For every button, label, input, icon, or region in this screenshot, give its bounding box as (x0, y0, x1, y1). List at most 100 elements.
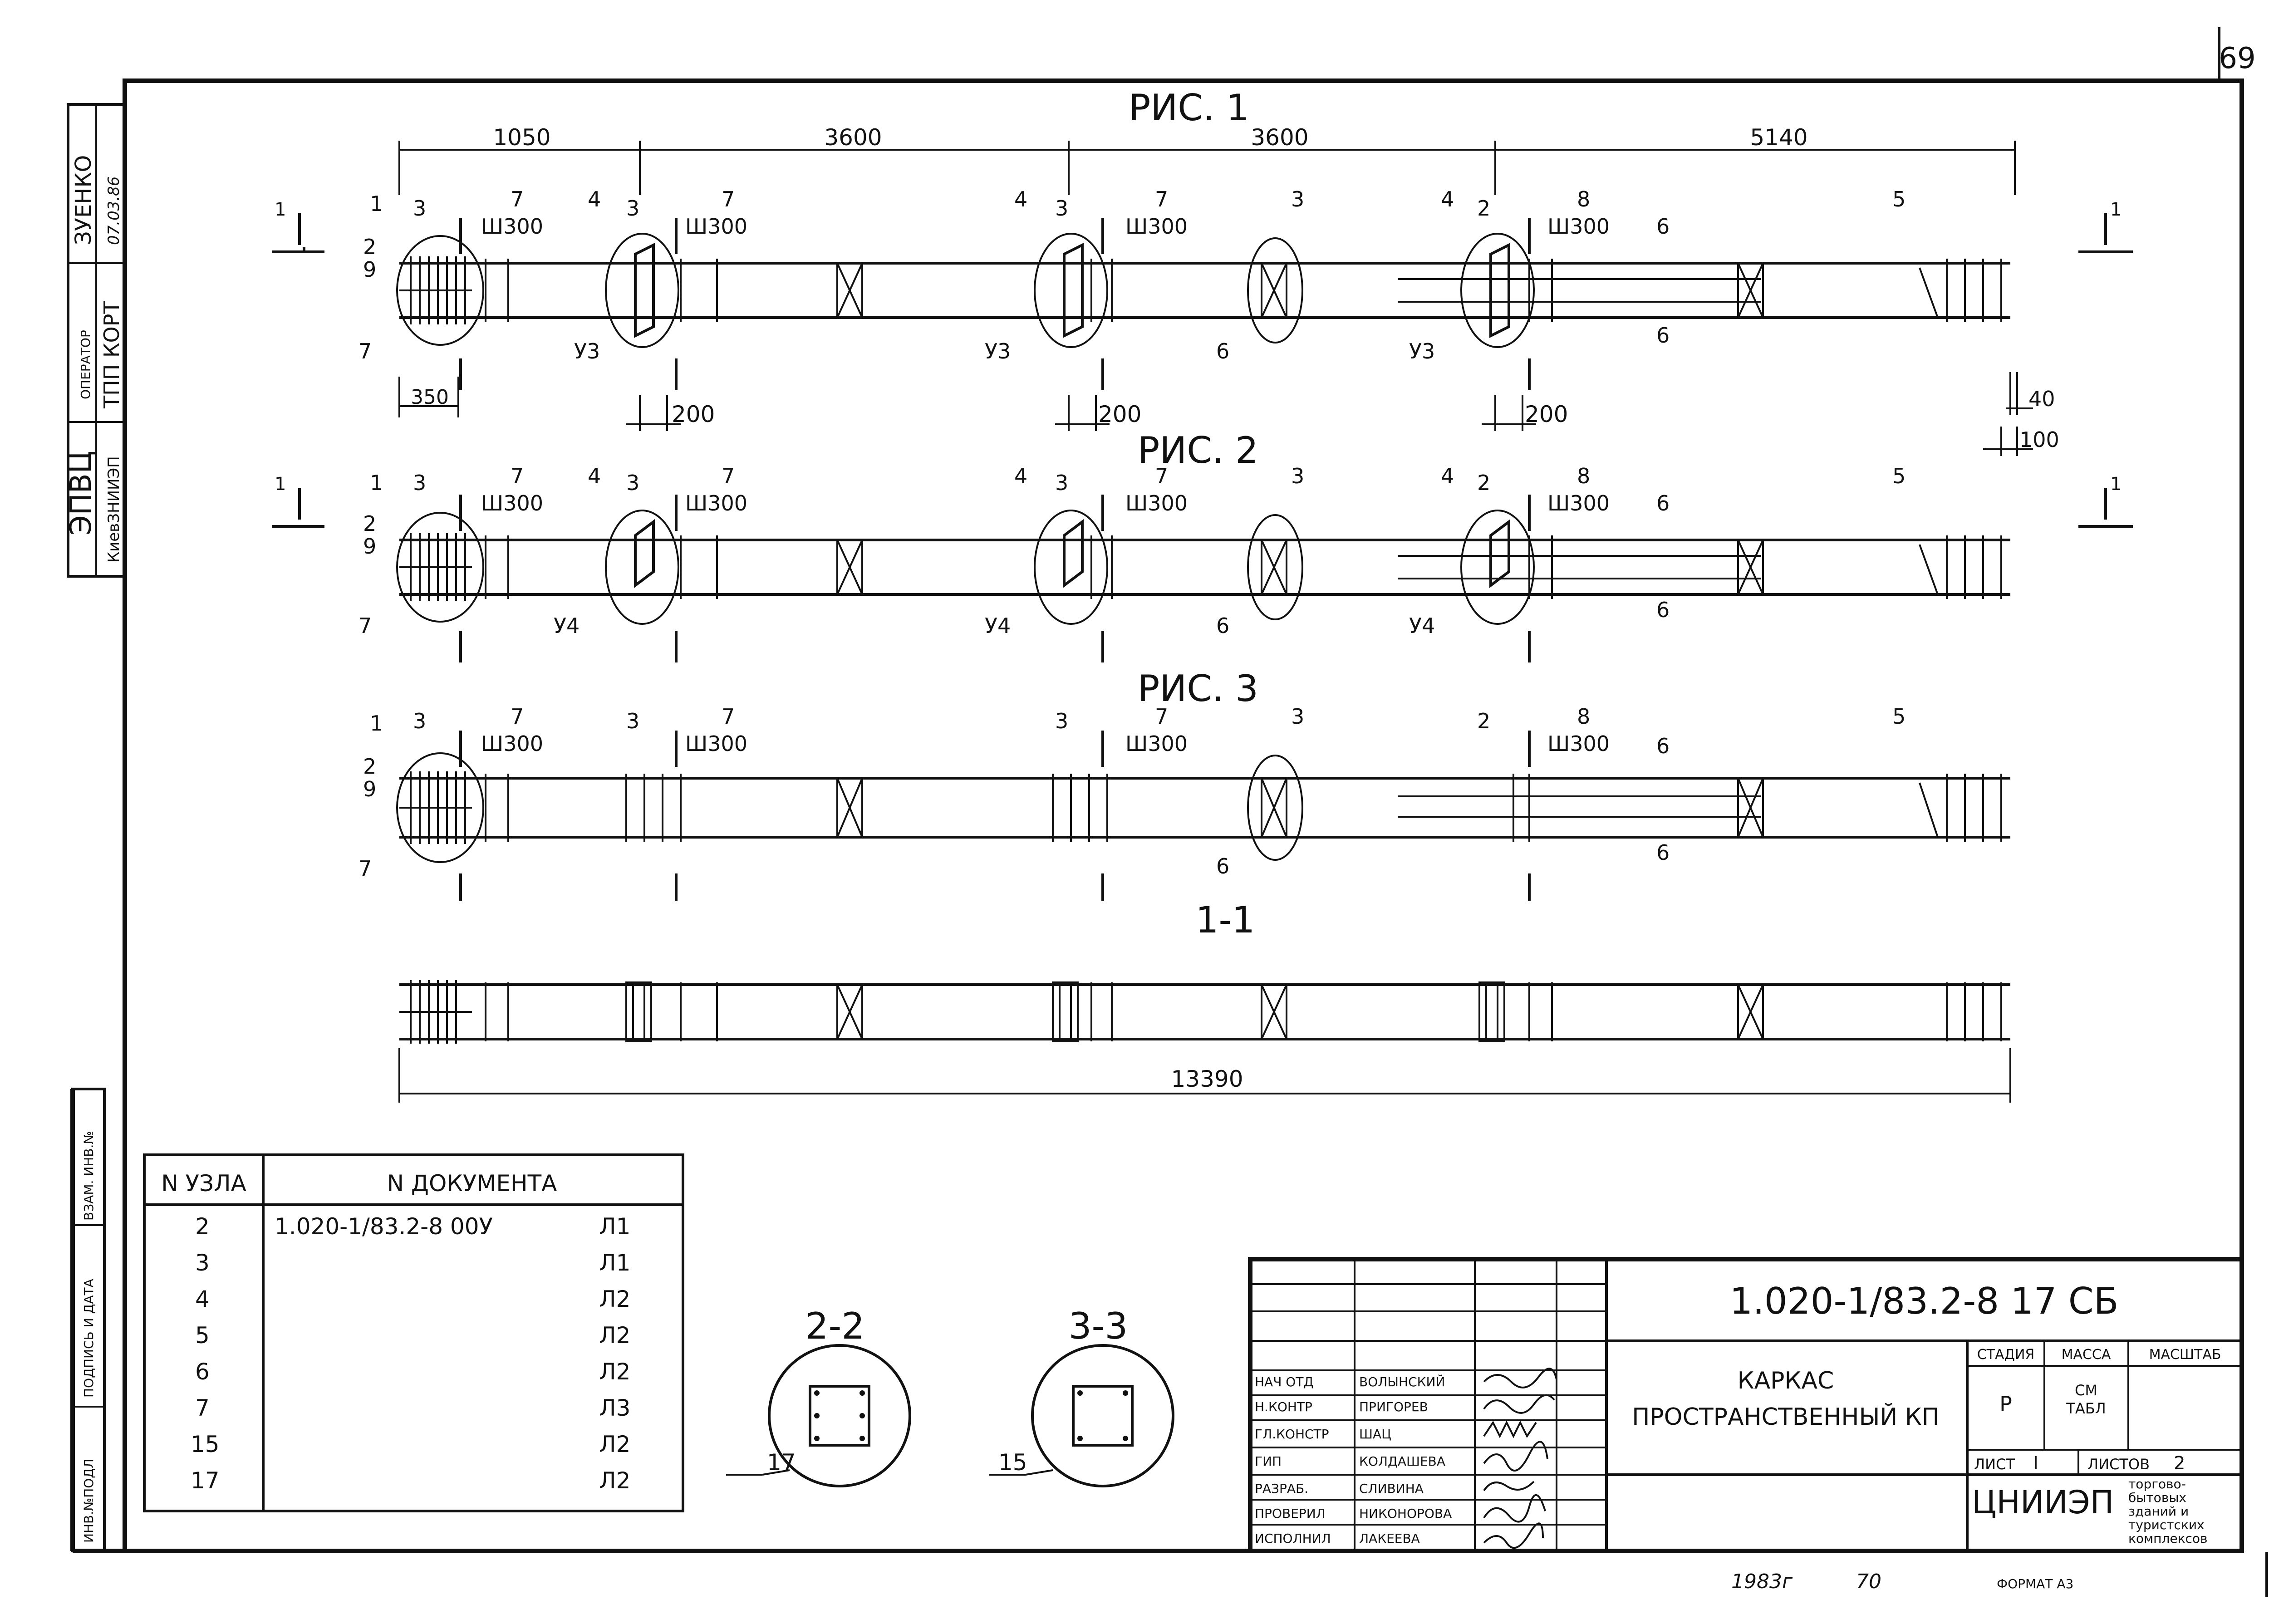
figure-2-beam (272, 488, 2133, 662)
dim-100: 100 (2019, 427, 2059, 452)
f3-pos-8: 8 (1577, 704, 1590, 729)
f2-pos-3: 3 (1291, 464, 1304, 488)
f2-node-u4-b: У4 (985, 613, 1011, 638)
f2-pos-7-c: 7 (1155, 464, 1168, 488)
f1-view-1-left: 1 (275, 199, 286, 220)
f1-spacing-c: Ш300 (1125, 214, 1188, 239)
f1-pos-6-c: 6 (1656, 323, 1670, 348)
node-row-5-sheet: Л3 (599, 1395, 630, 1421)
f3-pos-9: 9 (363, 777, 376, 801)
f2-cut-2-a: 2 (1477, 471, 1490, 495)
section-3-3-pos: 15 (998, 1449, 1027, 1476)
node-row-7-sheet: Л2 (599, 1467, 630, 1494)
side-col-inv: ИНВ.№ПОДЛ (81, 1459, 96, 1543)
signatures (1483, 1368, 1557, 1549)
section-2-2-pos: 17 (767, 1449, 796, 1476)
node-table-header-doc: N ДОКУМЕНТА (387, 1170, 557, 1197)
f3-pos-6-c: 6 (1656, 840, 1670, 865)
role-6-title: ИСПОЛНИЛ (1255, 1531, 1331, 1546)
f1-pos-7-a: 7 (511, 187, 524, 211)
f2-pos-2: 2 (363, 511, 376, 536)
section-2-2-title: 2-2 (805, 1305, 865, 1347)
f1-pos-7-c: 7 (1155, 187, 1168, 211)
node-row-0-node: 2 (195, 1213, 210, 1240)
f3-spacing-c: Ш300 (1125, 731, 1188, 756)
f1-pos-8: 8 (1577, 187, 1590, 211)
title-block-org-sub-2: бытовых (2128, 1490, 2186, 1505)
title-block-title-1: КАРКАС (1738, 1367, 1834, 1394)
f3-cut-2-a: 2 (1477, 709, 1490, 733)
dim-span-3600-a: 3600 (824, 124, 882, 151)
dim-350: 350 (411, 386, 449, 409)
role-6-name: ЛАКЕЕВА (1359, 1531, 1420, 1546)
f2-view-1-right: 1 (2110, 474, 2122, 495)
f2-pos-6-c: 6 (1656, 598, 1670, 622)
f3-pos-6-a: 6 (1216, 854, 1229, 878)
f2-pos-7-b: 7 (722, 464, 735, 488)
role-4-name: СЛИВИНА (1359, 1481, 1424, 1496)
side-stamp-operator-label: ОПЕРАТОР (78, 330, 93, 399)
f1-pos-4-a: 4 (588, 187, 601, 211)
top-dimension-chain (398, 141, 2016, 195)
f1-cut-3-a: 3 (413, 196, 426, 221)
f1-spacing-d: Ш300 (1547, 214, 1610, 239)
f3-pos-7-bottom: 7 (359, 856, 372, 881)
role-1-title: Н.КОНТР (1255, 1399, 1312, 1414)
f1-pos-5: 5 (1892, 187, 1906, 211)
f3-cut-3-a: 3 (413, 709, 426, 733)
f3-pos-5: 5 (1892, 704, 1906, 729)
f3-spacing-b: Ш300 (685, 731, 747, 756)
side-col-vzam: ВЗАМ. ИНВ.№ (81, 1131, 96, 1221)
role-2-title: ГЛ.КОНСТР (1255, 1427, 1329, 1442)
side-col-sign: ПОДПИСЬ И ДАТА (81, 1279, 96, 1398)
title-block-sheet-label: ЛИСТ (1974, 1456, 2015, 1473)
title-block-sheets-label: ЛИСТОВ (2087, 1456, 2150, 1473)
f2-view-1-left: 1 (275, 474, 286, 495)
role-2-name: ШАЦ (1359, 1427, 1391, 1442)
f2-spacing-c: Ш300 (1125, 491, 1188, 515)
side-stamp-operator: ТПП КОРТ (99, 300, 124, 409)
f3-pos-2: 2 (363, 754, 376, 779)
sheet-frame (70, 27, 2244, 1553)
title-block-sheets: 2 (2174, 1453, 2185, 1474)
f1-pos-1: 1 (370, 191, 383, 216)
f2-pos-4-b: 4 (1014, 464, 1027, 488)
f2-node-u4-c: У4 (1409, 613, 1435, 638)
node-row-2-node: 4 (195, 1286, 210, 1312)
title-block-org-sub-5: комплексов (2128, 1531, 2208, 1546)
title-block-mass-1: СМ (2075, 1382, 2097, 1399)
node-table-header-node: N УЗЛА (161, 1170, 246, 1197)
footer-code: 70 (1856, 1570, 1881, 1593)
role-3-title: ГИП (1255, 1454, 1282, 1469)
role-1-name: ПРИГОРЕВ (1359, 1399, 1428, 1414)
title-block-mass-label: МАССА (2062, 1347, 2111, 1363)
node-table (143, 1153, 684, 1512)
f1-pos-2: 2 (363, 235, 376, 259)
dim-span-3600-b: 3600 (1251, 124, 1308, 151)
f2-pos-9: 9 (363, 534, 376, 559)
node-row-3-node: 5 (195, 1322, 210, 1349)
f2-pos-6-b: 6 (1656, 491, 1670, 515)
f1-pos-7-bottom: 7 (359, 339, 372, 363)
f1-pos-4-b: 4 (1014, 187, 1027, 211)
section-3-3 (989, 1344, 1174, 1487)
figure-3-beam (396, 731, 2010, 901)
f2-cut-3-a: 3 (413, 471, 426, 495)
f1-pos-9: 9 (363, 257, 376, 282)
fig3-title: РИС. 3 (1138, 667, 1258, 710)
f2-node-u4-a: У4 (554, 613, 580, 638)
node-row-4-sheet: Л2 (599, 1359, 630, 1385)
f1-pos-6-b: 6 (1656, 214, 1670, 239)
f3-spacing-a: Ш300 (481, 731, 543, 756)
fig2-title: РИС. 2 (1138, 429, 1258, 471)
title-block-org-sub-3: зданий и (2128, 1504, 2189, 1519)
f3-spacing-d: Ш300 (1547, 731, 1610, 756)
f2-pos-1: 1 (370, 471, 383, 495)
node-row-7-node: 17 (191, 1467, 220, 1494)
side-stamp-name: ЗУЕНКО (71, 155, 96, 245)
node-row-6-node: 15 (191, 1431, 220, 1457)
node-row-0-sheet: Л1 (599, 1213, 630, 1240)
footer-year: 1983г (1731, 1570, 1793, 1593)
title-block-sheet: I (2033, 1453, 2038, 1474)
